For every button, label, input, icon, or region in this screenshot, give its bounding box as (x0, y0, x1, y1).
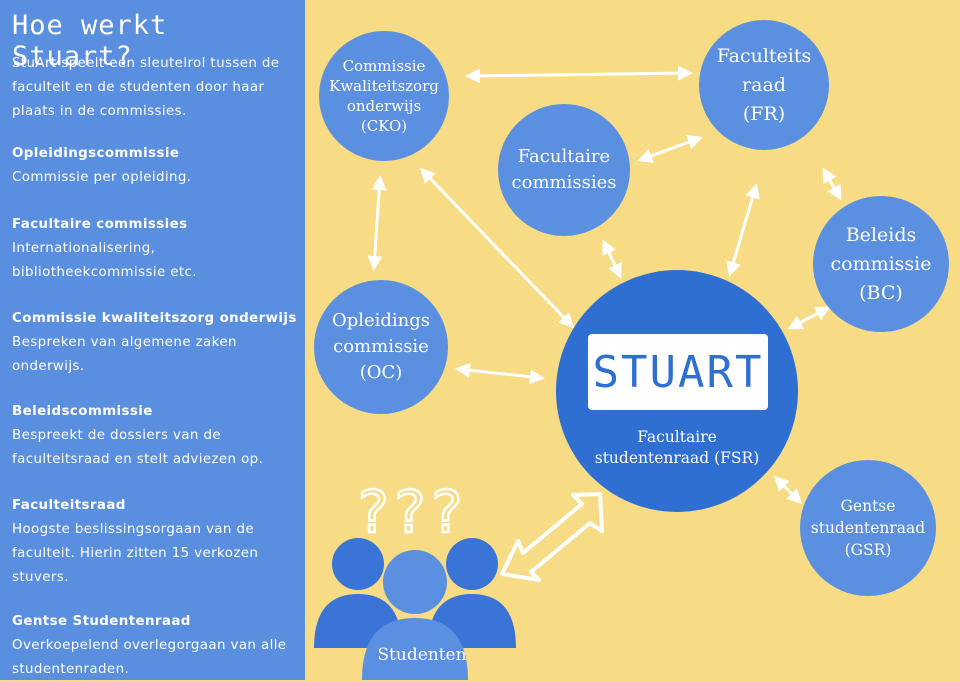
page-title: Hoe werkt Stuart? (12, 10, 168, 72)
node-fr: Faculteits raad (FR) (699, 20, 829, 150)
person-center-body-icon (362, 618, 468, 680)
arrow-cko-fsr (419, 167, 575, 329)
section-gentse-studentenraad: Gentse Studentenraad Overkoepelend overl… (12, 610, 304, 682)
node-label: Facultaire commissies (511, 146, 617, 193)
arrow-fr-fsr (726, 183, 760, 277)
section-heading: Commissie kwaliteitszorg onderwijs (12, 311, 297, 326)
stuart-logo: STUART (588, 334, 768, 410)
sidebar: Hoe werkt Stuart? StuArt speelt een sleu… (0, 0, 305, 680)
arrow-fac-fr (637, 135, 703, 163)
intro-text: StuArt speelt een sleutelrol tussen de f… (12, 56, 280, 119)
section-faculteitsraad: Faculteitsraad Hoogste beslissingsorgaan… (12, 494, 304, 590)
node-label: Faculteits raad (FR) (716, 44, 812, 125)
section-text: Internationalisering, bibliotheekcommiss… (12, 241, 197, 280)
question-marks-icon: ??? (358, 478, 468, 546)
section-heading: Beleidscommissie (12, 404, 153, 419)
students-label: Studenten (377, 645, 467, 665)
section-text: Hoogste beslissingsorgaan van de faculte… (12, 522, 259, 585)
node-cko: Commissie Kwaliteitszorg onderwijs (CKO) (319, 31, 449, 161)
node-oc: Opleidings commissie (OC) (314, 280, 448, 414)
node-label: Gentse studentenraad (GSR) (810, 497, 926, 559)
arrow-cko-fr (465, 65, 693, 84)
section-heading: Faculteitsraad (12, 498, 126, 513)
arrow-cko-oc (367, 175, 387, 271)
node-gsr: Gentse studentenraad (GSR) (800, 460, 936, 596)
person-center-icon (383, 550, 447, 614)
section-text: Commissie per opleiding. (12, 170, 192, 185)
person-right-icon (446, 538, 498, 590)
arrow-fac-fsr (602, 239, 622, 279)
arrow-bc-fsr (787, 306, 831, 330)
section-beleidscommissie: Beleidscommissie Bespreekt de dossiers v… (12, 400, 304, 472)
node-label: Opleidings commissie (OC) (331, 310, 431, 383)
arrow-oc-fsr (455, 362, 545, 385)
arrow-gsr-fsr (773, 475, 803, 505)
section-text: Overkoepelend overlegorgaan van alle stu… (12, 638, 287, 677)
section-text: Bespreken van algemene zaken onderwijs. (12, 335, 237, 374)
person-left-icon (332, 538, 384, 590)
node-label: Beleids commissie (BC) (830, 223, 932, 304)
arrow-students-fsr (500, 492, 604, 582)
section-opleidingscommissie: Opleidingscommissie Commissie per opleid… (12, 142, 304, 190)
node-label: Commissie Kwaliteitszorg onderwijs (CKO) (329, 57, 439, 135)
section-facultaire-commissies: Facultaire commissies Internationaliseri… (12, 213, 304, 285)
arrow-fr-bc (822, 167, 842, 201)
students-group-icon: ??? (314, 477, 516, 680)
section-heading: Facultaire commissies (12, 217, 188, 232)
section-heading: Opleidingscommissie (12, 146, 180, 161)
section-cko: Commissie kwaliteitszorg onderwijs Bespr… (12, 307, 304, 379)
node-facultaire-commissies: Facultaire commissies (498, 104, 630, 236)
node-bc: Beleids commissie (BC) (813, 196, 949, 332)
section-heading: Gentse Studentenraad (12, 614, 191, 629)
section-text: Bespreekt de dossiers van de faculteitsr… (12, 428, 264, 467)
stuart-logo-text: STUART (592, 346, 764, 398)
fsr-label: Facultaire studentenraad (FSR) (594, 428, 760, 467)
